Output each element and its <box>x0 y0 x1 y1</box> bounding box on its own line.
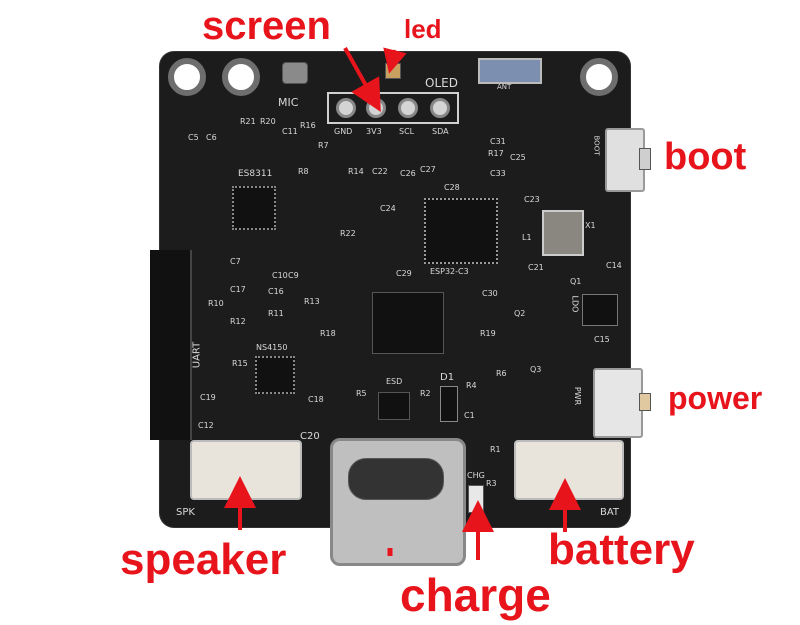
oled-header <box>327 92 459 124</box>
mic-label: MIC <box>278 96 299 109</box>
oled-label: OLED <box>425 76 458 90</box>
r16-label: R16 <box>300 121 316 130</box>
c6-label: C6 <box>206 133 217 142</box>
c1-label: C1 <box>464 411 475 420</box>
r7-label: R7 <box>318 141 329 150</box>
uart-header <box>150 250 192 440</box>
c24-label: C24 <box>380 204 396 213</box>
q3-label: Q3 <box>530 365 542 374</box>
ns4150-label: NS4150 <box>256 343 288 352</box>
chg-label: CHG <box>467 471 485 480</box>
spk-label: SPK <box>176 507 195 518</box>
c26-label: C26 <box>400 169 416 178</box>
r18-label: R18 <box>320 329 336 338</box>
esp32-chip <box>424 198 498 264</box>
callout-charge: charge <box>400 569 551 621</box>
c17-label: C17 <box>230 285 246 294</box>
r13-label: R13 <box>304 297 320 306</box>
usb-c-opening <box>348 458 444 500</box>
q2-label: Q2 <box>514 309 526 318</box>
microphone <box>282 62 308 84</box>
r2-label: R2 <box>420 389 431 398</box>
c31-label: C31 <box>490 137 506 146</box>
r10-label: R10 <box>208 299 224 308</box>
center-ic <box>372 292 444 354</box>
ns4150-chip <box>255 356 295 394</box>
c15-label: C15 <box>594 335 610 344</box>
mounting-hole <box>168 58 206 96</box>
c30-label: C30 <box>482 289 498 298</box>
c9-label: C9 <box>288 271 299 280</box>
pin-scl <box>398 98 418 118</box>
callout-power: power <box>668 380 763 416</box>
c11-label: C11 <box>282 127 298 136</box>
r22-label: R22 <box>340 229 356 238</box>
crystal <box>542 210 584 256</box>
power-switch-knob <box>639 393 651 411</box>
c16-label: C16 <box>268 287 284 296</box>
c29-label: C29 <box>396 269 412 278</box>
pin-sda <box>430 98 450 118</box>
es8311-chip <box>232 186 276 230</box>
boot-button[interactable] <box>605 128 645 192</box>
r8-label: R8 <box>298 167 309 176</box>
r5-label: R5 <box>356 389 367 398</box>
scl-label: SCL <box>399 127 415 136</box>
r14-label: R14 <box>348 167 364 176</box>
c14-label: C14 <box>606 261 622 270</box>
q1-label: Q1 <box>570 277 582 286</box>
c12-label: C12 <box>198 421 214 430</box>
screen-arrow <box>343 47 381 112</box>
r15-label: R15 <box>232 359 248 368</box>
c7-label: C7 <box>230 257 241 266</box>
l1-label: L1 <box>522 233 532 242</box>
r11-label: R11 <box>268 309 284 318</box>
c25-label: C25 <box>510 153 526 162</box>
r1-label: R1 <box>490 445 501 454</box>
callout-led: led <box>404 14 442 44</box>
esp32-label: ESP32-C3 <box>430 267 469 276</box>
c20-label: C20 <box>300 431 320 442</box>
r17-label: R17 <box>488 149 504 158</box>
boot-button-cap <box>639 148 651 170</box>
led-arrow <box>383 47 407 74</box>
esd-label: ESD <box>386 377 403 386</box>
c27-label: C27 <box>420 165 436 174</box>
d1-label: D1 <box>440 372 455 383</box>
r3-label: R3 <box>486 479 497 488</box>
ldo-chip <box>582 294 618 326</box>
c28-label: C28 <box>444 183 460 192</box>
esd-chip <box>378 392 410 420</box>
c5-label: C5 <box>188 133 199 142</box>
bat-label: BAT <box>600 507 620 518</box>
sda-label: SDA <box>432 127 449 136</box>
r6-label: R6 <box>496 369 507 378</box>
callout-screen: screen <box>202 4 331 48</box>
3v3-label: 3V3 <box>366 127 382 136</box>
r19-label: R19 <box>480 329 496 338</box>
r20-label: R20 <box>260 117 276 126</box>
antenna <box>478 58 542 84</box>
mounting-hole <box>580 58 618 96</box>
callout-speaker: speaker <box>120 535 287 584</box>
r12-label: R12 <box>230 317 246 326</box>
c33-label: C33 <box>490 169 506 178</box>
d1-diode <box>440 386 458 422</box>
c23-label: C23 <box>524 195 540 204</box>
ant-label: ANT <box>497 83 512 91</box>
es8311-label: ES8311 <box>238 169 273 179</box>
x1-label: X1 <box>585 221 596 230</box>
callout-battery: battery <box>548 525 695 574</box>
c18-label: C18 <box>308 395 324 404</box>
r4-label: R4 <box>466 381 477 390</box>
c10-label: C10 <box>272 271 288 280</box>
callout-boot: boot <box>664 136 747 178</box>
c21-label: C21 <box>528 263 544 272</box>
c22-label: C22 <box>372 167 388 176</box>
mounting-hole <box>222 58 260 96</box>
c19-label: C19 <box>200 393 216 402</box>
r21-label: R21 <box>240 117 256 126</box>
gnd-label: GND <box>334 127 353 136</box>
